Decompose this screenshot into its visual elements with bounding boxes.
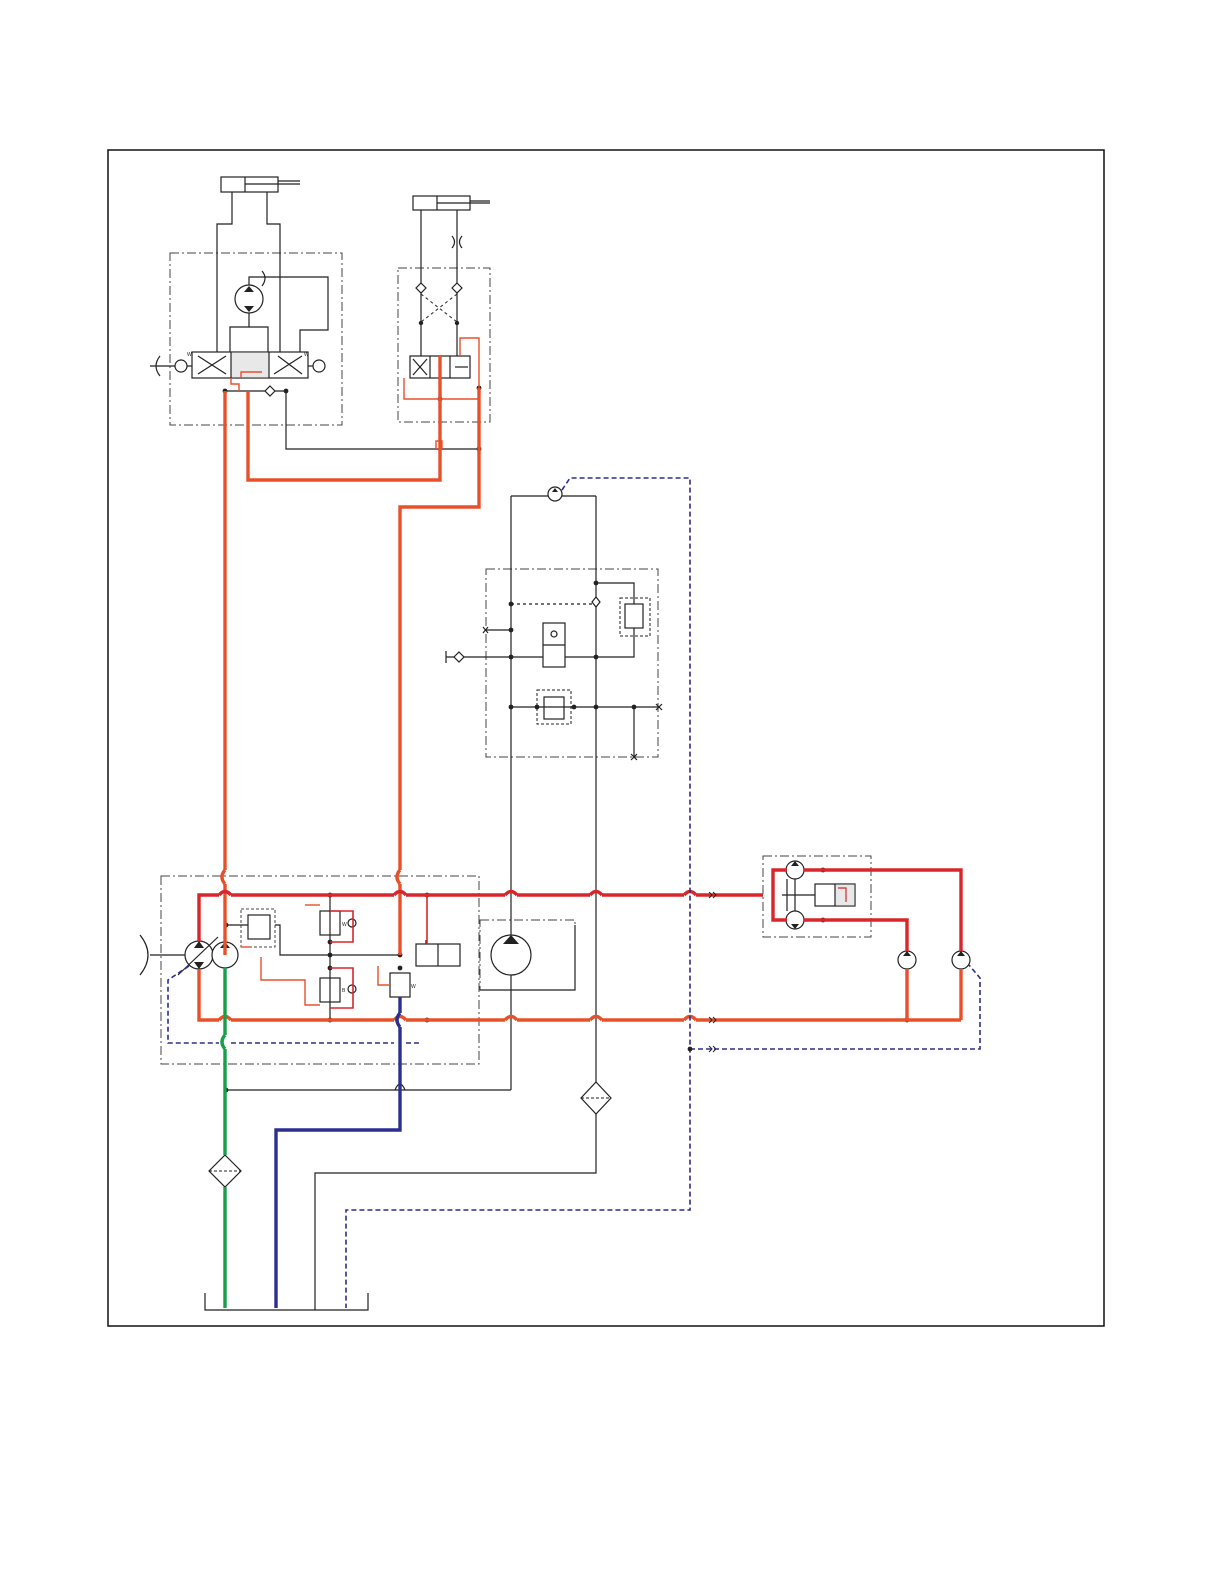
loop-low-pressure-lines bbox=[199, 969, 961, 1020]
port-w-label: W bbox=[342, 922, 347, 928]
reservoir bbox=[205, 1293, 368, 1310]
port-w-label: W bbox=[304, 352, 309, 358]
aux-pressure-reducing-valve bbox=[544, 697, 564, 719]
flow-arrows bbox=[709, 892, 716, 1052]
aux-relief-valve bbox=[625, 604, 643, 628]
pressure-override-valve bbox=[390, 973, 410, 997]
port-b-label: B bbox=[342, 988, 346, 994]
charge-relief-valve bbox=[248, 915, 270, 939]
port-w-label: W bbox=[411, 984, 416, 990]
port-w-label: W bbox=[187, 352, 192, 358]
pilot-lines bbox=[231, 338, 479, 1005]
case-drain-lines bbox=[168, 478, 980, 1308]
thin-lines: W W bbox=[140, 177, 970, 1310]
steering-valve-block bbox=[170, 253, 342, 425]
charge-pressure-lines bbox=[222, 356, 479, 955]
auxiliary-valve-block bbox=[486, 569, 658, 757]
hydrostatic-pump-block bbox=[161, 876, 479, 1064]
